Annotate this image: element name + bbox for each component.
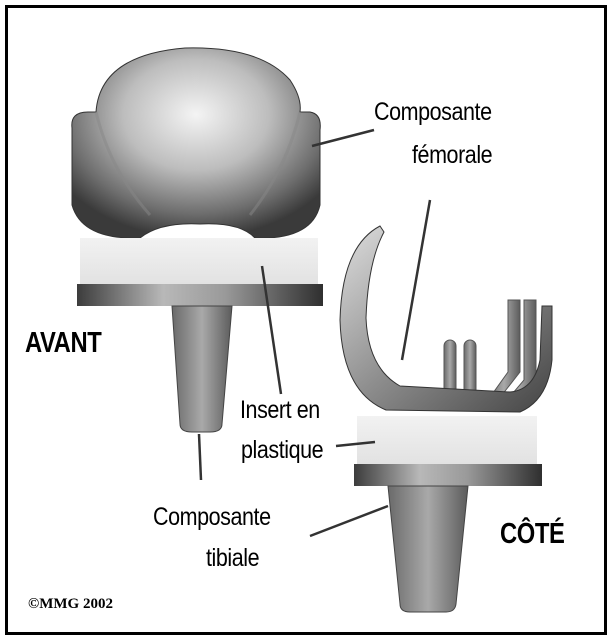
femoral-label-line1: Composante (374, 98, 492, 127)
front-view-label: AVANT (25, 329, 101, 358)
tibial-label-line1: Composante (153, 503, 271, 532)
femoral-leader-line-side (402, 200, 430, 360)
front-plastic-insert (80, 238, 318, 284)
tibial-leader-line-side (310, 506, 388, 536)
femoral-label-line2: fémorale (412, 141, 492, 170)
insert-label-line1: Insert en (240, 396, 320, 425)
tibial-leader-line-front (199, 434, 201, 480)
side-tibial-tray (354, 464, 542, 486)
insert-label-line2: plastique (241, 436, 323, 465)
front-view-implant (72, 48, 323, 432)
side-view-implant (340, 226, 552, 612)
side-plastic-insert (357, 416, 537, 464)
front-tibial-tray (77, 284, 323, 306)
side-tibial-stem (388, 486, 468, 612)
front-tibial-stem (172, 306, 232, 432)
front-femoral-component (72, 48, 320, 238)
femoral-leader-line-front (312, 130, 374, 146)
copyright-notice: ©MMG 2002 (28, 596, 113, 613)
side-view-label: CÔTÉ (500, 520, 564, 549)
tibial-label-line2: tibiale (206, 544, 259, 573)
